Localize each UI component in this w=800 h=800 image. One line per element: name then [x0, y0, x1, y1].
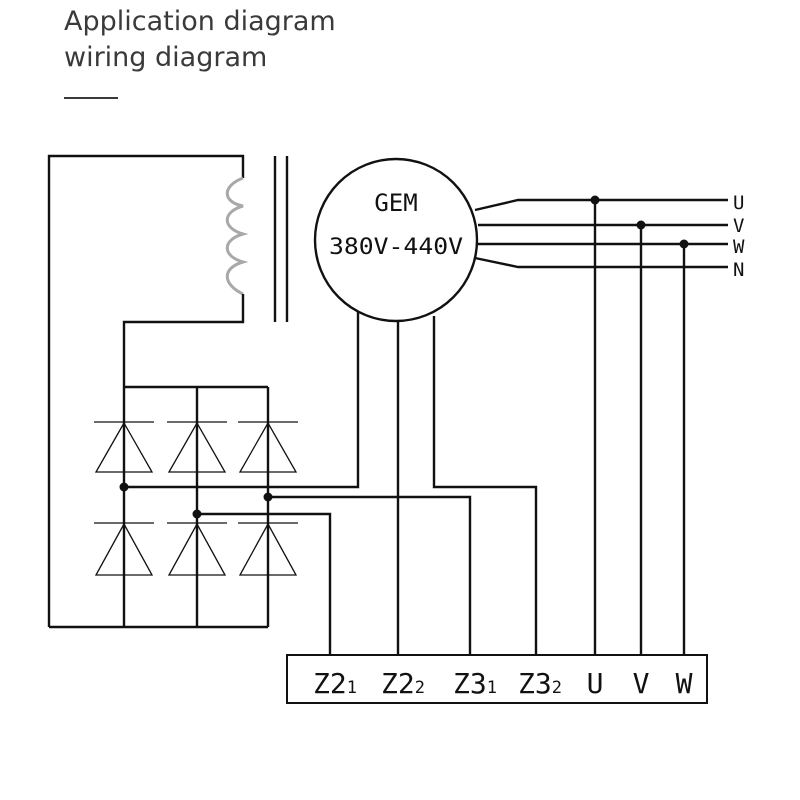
terminal-z22: Z22 [381, 667, 425, 700]
motor-name: GEM [374, 189, 417, 217]
junction-node [263, 492, 273, 502]
junction-node [679, 239, 689, 249]
terminal-v: V [633, 667, 650, 700]
terminal-z21: Z21 [313, 667, 357, 700]
diode-bottom-left [94, 522, 154, 576]
transformer-coil [225, 176, 249, 296]
title-underline [64, 97, 118, 99]
terminal-w: W [676, 667, 693, 700]
phase-label-u: U [733, 192, 744, 214]
phase-line-n [474, 256, 728, 269]
diode-top-right [238, 421, 298, 473]
diagram-title: Application diagram wiring diagram [64, 4, 336, 76]
junction-node [590, 195, 600, 205]
lead-bridge-to-z21 [197, 512, 332, 655]
phase-line-u [474, 198, 728, 212]
diode-bottom-middle [167, 522, 227, 576]
transformer-loop-wire [47, 154, 245, 627]
phase-label-w: W [733, 236, 745, 258]
terminal-u: U [587, 667, 604, 700]
diode-top-left [94, 421, 154, 473]
title-line-1: Application diagram [64, 6, 336, 37]
lead-motor-to-z32 [432, 316, 538, 655]
diode-top-middle [167, 421, 227, 473]
terminal-z32: Z32 [518, 667, 562, 700]
lead-motor-to-left-bridge [124, 312, 360, 489]
phase-label-v: V [733, 215, 744, 237]
diode-bottom-right [238, 522, 298, 576]
junction-node [636, 220, 646, 230]
terminal-block [286, 654, 708, 704]
motor-voltage: 380V-440V [329, 235, 463, 260]
title-line-2: wiring diagram [64, 42, 268, 73]
phase-label-n: N [733, 259, 744, 281]
motor-circle [313, 157, 479, 323]
junction-node [192, 509, 202, 519]
lead-bridge-to-z31 [268, 495, 472, 655]
terminal-z31: Z31 [453, 667, 497, 700]
junction-node [119, 482, 129, 492]
transformer-lower-wire [122, 294, 245, 387]
